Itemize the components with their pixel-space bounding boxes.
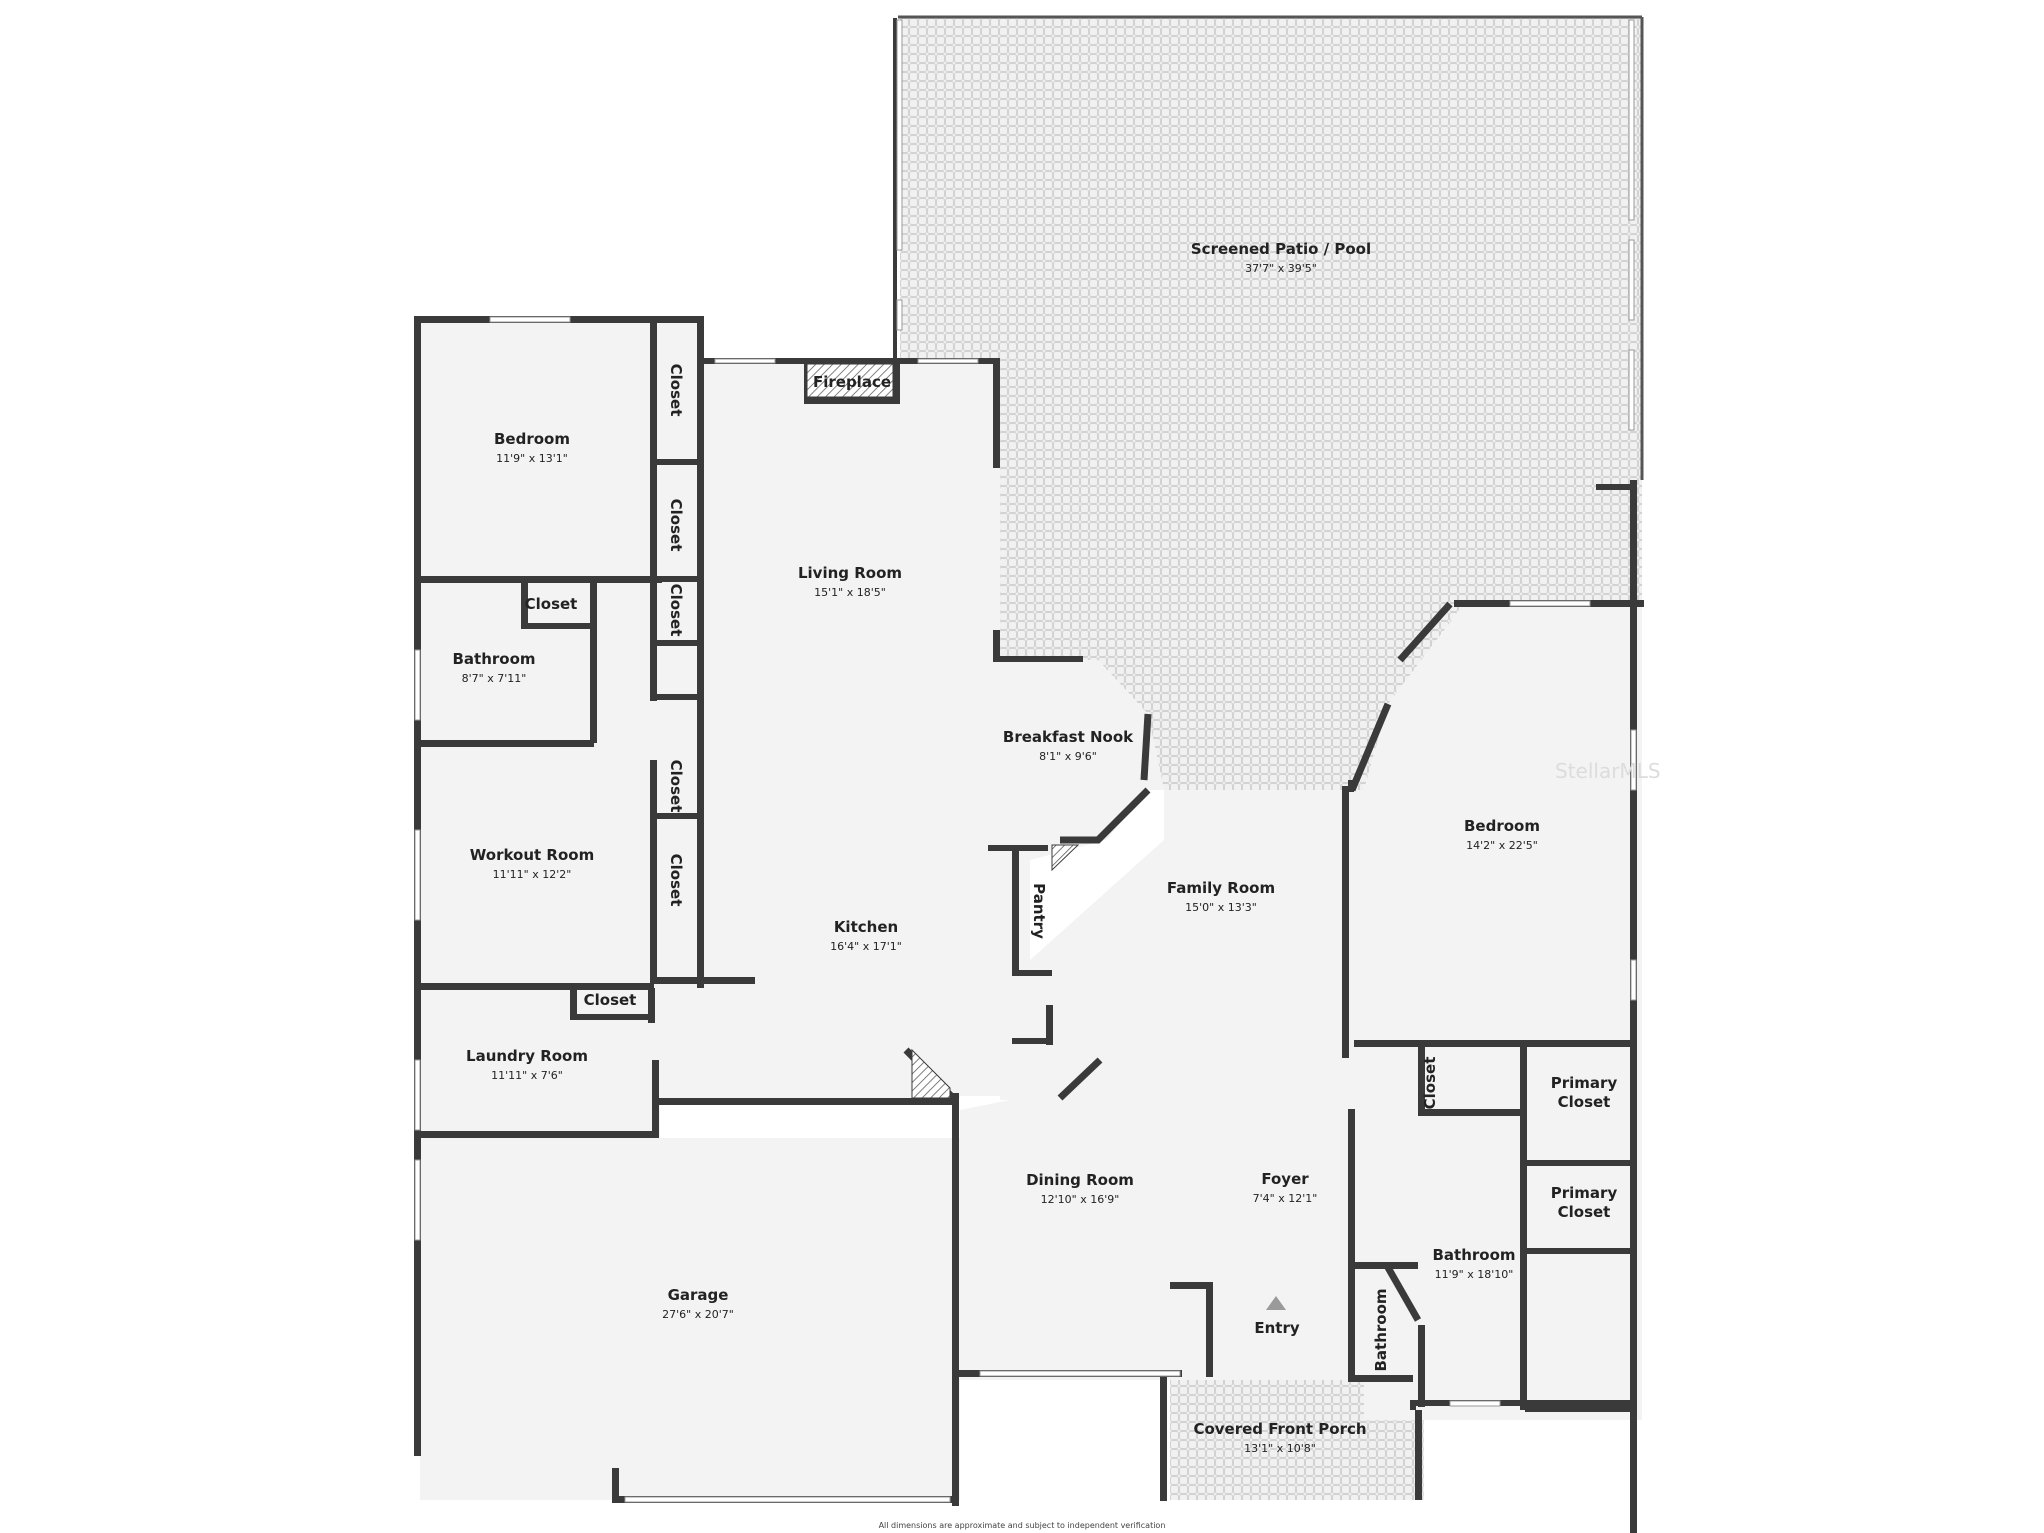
closet-label-7: Closet (584, 991, 637, 1009)
patio-floor (900, 18, 1642, 790)
living-name: Living Room (798, 564, 902, 582)
foyer-name: Foyer (1261, 1170, 1309, 1188)
breakfast-dims: 8'1" x 9'6" (1039, 750, 1097, 763)
closet-label-3: Closet (667, 584, 685, 637)
bedroom-nw-name: Bedroom (494, 430, 570, 448)
entry-arrow-icon (1266, 1296, 1286, 1310)
patio-frame (898, 15, 1644, 480)
bedroom-e-dims: 14'2" x 22'5" (1466, 839, 1538, 852)
laundry-dims: 11'11" x 7'6" (491, 1069, 563, 1082)
dining-dims: 12'10" x 16'9" (1041, 1193, 1120, 1206)
bathroom-w-name: Bathroom (452, 650, 535, 668)
patio-name: Screened Patio / Pool (1191, 240, 1371, 258)
fireplace-box (806, 363, 894, 398)
bedroom-e-name: Bedroom (1464, 817, 1540, 835)
primary-closet-2-line2: Closet (1558, 1203, 1611, 1221)
workout-dims: 11'11" x 12'2" (493, 868, 572, 881)
fireplace-label: Fireplace (813, 373, 891, 391)
closet-label-6: Closet (525, 595, 578, 613)
entry-label: Entry (1254, 1319, 1299, 1337)
chimney-hatch (911, 1048, 951, 1099)
breakfast-name: Breakfast Nook (1003, 728, 1134, 746)
primary-closet-2-line1: Primary (1551, 1184, 1618, 1202)
primary-closet-1-line1: Primary (1551, 1074, 1618, 1092)
windows (414, 19, 1637, 1503)
laundry-name: Laundry Room (466, 1047, 588, 1065)
pantry-hatch (1051, 844, 1080, 872)
kitchen-name: Kitchen (834, 918, 898, 936)
bedroom-nw-dims: 11'9" x 13'1" (496, 452, 568, 465)
bathroom-e-dims: 11'9" x 18'10" (1435, 1268, 1514, 1281)
living-dims: 15'1" x 18'5" (814, 586, 886, 599)
footer-note: All dimensions are approximate and subje… (879, 1521, 1166, 1530)
family-name: Family Room (1167, 879, 1275, 897)
watermark: StellarMLS (1555, 759, 1661, 783)
dining-name: Dining Room (1026, 1171, 1134, 1189)
pantry-label: Pantry (1030, 883, 1048, 939)
garage-dims: 27'6" x 20'7" (662, 1308, 734, 1321)
bathroom-w-dims: 8'7" x 7'11" (462, 672, 527, 685)
porch-name: Covered Front Porch (1193, 1420, 1366, 1438)
closet-label-5: Closet (667, 854, 685, 907)
closet-label-4: Closet (667, 760, 685, 813)
interior-floors (420, 322, 1642, 1500)
closet-labels: Closet Closet Closet Closet Closet Close… (525, 364, 1618, 1372)
bathroom-small-label: Bathroom (1372, 1288, 1390, 1371)
workout-name: Workout Room (470, 846, 594, 864)
bathroom-e-name: Bathroom (1432, 1246, 1515, 1264)
foyer-dims: 7'4" x 12'1" (1253, 1192, 1318, 1205)
patio-dims: 37'7" x 39'5" (1245, 262, 1317, 275)
closet-label-1: Closet (667, 364, 685, 417)
kitchen-dims: 16'4" x 17'1" (830, 940, 902, 953)
porch-dims: 13'1" x 10'8" (1244, 1442, 1316, 1455)
family-dims: 15'0" x 13'3" (1185, 901, 1257, 914)
garage-name: Garage (668, 1286, 729, 1304)
closet-label-8: Closet (1421, 1057, 1439, 1110)
primary-closet-1-line2: Closet (1558, 1093, 1611, 1111)
closet-label-2: Closet (667, 499, 685, 552)
